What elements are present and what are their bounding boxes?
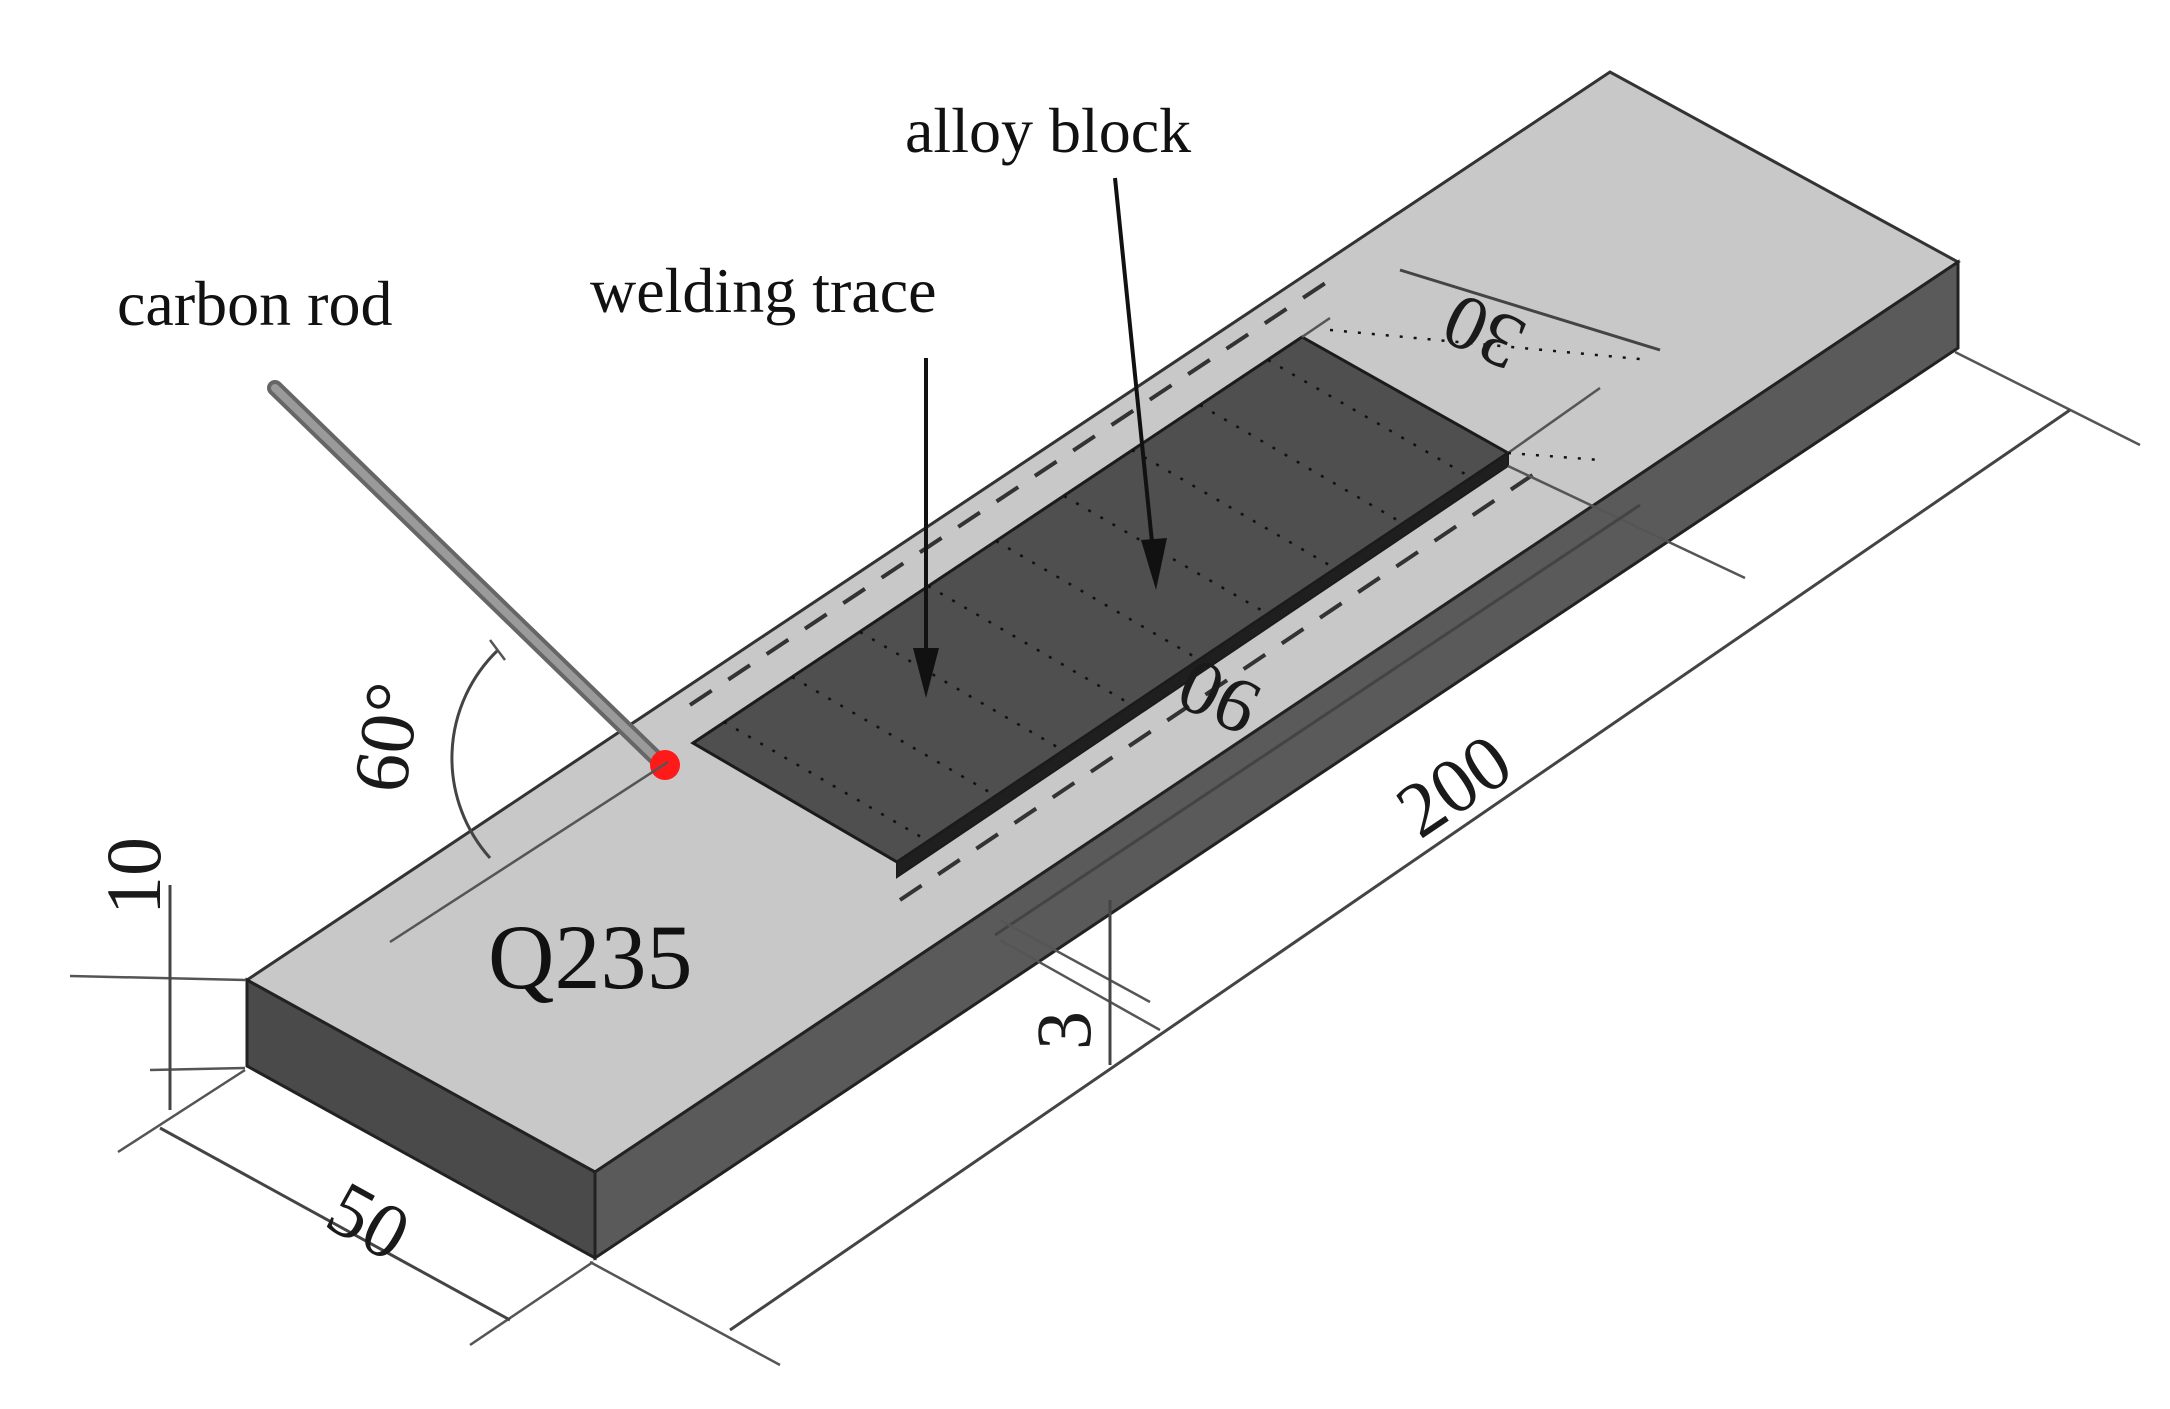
block-thickness-label: 3 [1020,1011,1107,1050]
alloy-block-arrow-shaft [1113,177,1155,553]
material-label: Q235 [488,906,692,1008]
angle-indicator: 60° [336,639,669,944]
welding-trace-label: welding trace [590,255,937,326]
dim-block-thickness: 3 [999,900,1161,1065]
rod-angle-label: 60° [336,677,437,797]
carbon-rod-label: carbon rod [117,268,392,339]
clamp-marks [688,278,1542,902]
plate-length-label: 200 [1381,717,1527,855]
plate-end-face [245,977,597,1261]
callout-welding-trace: welding trace [590,255,939,698]
callout-alloy-block: alloy block [905,95,1191,590]
weld-bead-lines [723,358,1473,843]
carbon-rod [267,380,680,780]
alloy-block [690,335,1511,879]
welding-trace-arrow-head [913,648,939,698]
alloy-block-arrow-head [1141,538,1167,590]
alloy-block-label: alloy block [905,95,1191,166]
dim-plate-thickness: 10 [69,837,246,1110]
plate-thickness-label: 10 [90,837,177,915]
plate-width-label: 50 [314,1164,424,1278]
carbon-rod-highlight [271,384,664,766]
